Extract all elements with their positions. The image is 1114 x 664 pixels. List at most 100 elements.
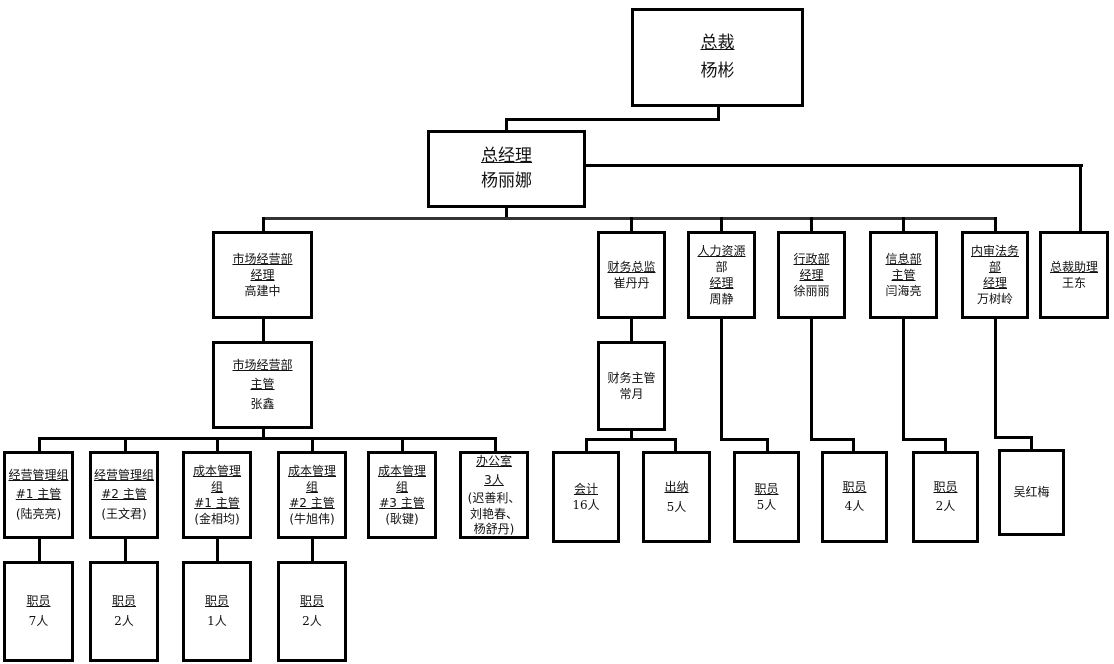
connector-group xyxy=(401,437,404,453)
node-person: (耿键) xyxy=(385,512,419,527)
node-title: 会计 xyxy=(573,481,598,496)
connector-finance-supervisor xyxy=(630,318,633,343)
node-title: 市场经营部 xyxy=(232,358,293,373)
node-staff-it[interactable]: 职员 2人 xyxy=(912,451,979,543)
node-staff-audit[interactable]: 吴红梅 xyxy=(998,449,1065,536)
node-role: #2 主管 xyxy=(101,487,147,502)
connector-admin-staff xyxy=(810,438,855,441)
node-dept-finance[interactable]: 财务总监 崔丹丹 xyxy=(597,231,666,319)
node-title: 职员 xyxy=(933,479,958,494)
connector-market-bus xyxy=(262,428,265,439)
connector-staff xyxy=(311,538,314,563)
node-staff-ops-2[interactable]: 职员 2人 xyxy=(89,561,159,662)
node-staff-hr[interactable]: 职员 5人 xyxy=(733,451,800,543)
node-role: #1 主管 xyxy=(15,487,62,502)
node-count: 3人 xyxy=(484,472,504,487)
dept-bus xyxy=(262,217,997,220)
node-title-cont: 部 xyxy=(988,259,1001,274)
node-dept-audit-legal[interactable]: 内审法务 部 经理 万树岭 xyxy=(961,231,1029,319)
node-count: 5人 xyxy=(666,500,687,514)
node-staff-ops-1[interactable]: 职员 7人 xyxy=(3,561,74,662)
node-title: 成本管理 xyxy=(377,463,426,478)
finance-bus xyxy=(585,438,677,441)
connector-audit-staff xyxy=(1030,436,1033,451)
node-group-ops-1[interactable]: 经营管理组 #1 主管 (陆亮亮) xyxy=(3,451,74,539)
connector-group xyxy=(494,437,497,453)
node-dept-hr[interactable]: 人力资源 部 经理 周静 xyxy=(687,231,756,319)
node-count: 2人 xyxy=(114,613,134,628)
node-role: 主管 xyxy=(250,377,275,392)
node-staff-admin[interactable]: 职员 4人 xyxy=(821,451,888,543)
connector-it-staff xyxy=(902,318,905,440)
connector-staff xyxy=(216,538,219,563)
node-group-cost-1[interactable]: 成本管理 组 #1 主管 (金相均) xyxy=(182,451,252,539)
node-person: 崔丹丹 xyxy=(613,276,650,290)
node-role: #1 主管 xyxy=(194,496,240,510)
connector-hr-staff xyxy=(720,318,723,440)
node-role: 经理 xyxy=(250,267,275,282)
node-person: 周静 xyxy=(709,292,734,307)
node-finance-accounting[interactable]: 会计 16人 xyxy=(552,451,620,543)
node-group-ops-2[interactable]: 经营管理组 #2 主管 (王文君) xyxy=(89,451,159,539)
node-finance-cashier[interactable]: 出纳 5人 xyxy=(642,451,711,543)
node-title-cont: 组 xyxy=(305,479,318,494)
connector-dept xyxy=(994,217,997,233)
connector-admin-staff xyxy=(810,318,813,440)
node-person: 张鑫 xyxy=(250,396,275,411)
node-person: 吴红梅 xyxy=(1013,485,1050,500)
node-dept-admin[interactable]: 行政部 经理 徐丽丽 xyxy=(777,231,846,319)
node-role: 主管 xyxy=(891,267,916,282)
node-person: (王文君) xyxy=(101,506,147,521)
node-group-cost-2[interactable]: 成本管理 组 #2 主管 (牛旭伟) xyxy=(277,451,347,539)
node-person: 杨舒丹) xyxy=(473,522,515,537)
node-title-cont: 部 xyxy=(715,259,728,274)
connector-market-supervisor xyxy=(262,318,265,343)
node-count: 16人 xyxy=(572,498,600,512)
node-general-manager[interactable]: 总经理 杨丽娜 xyxy=(427,130,586,208)
node-staff-cost-2[interactable]: 职员 2人 xyxy=(277,561,347,662)
node-title: 总裁助理 xyxy=(1049,259,1098,274)
node-count: 7人 xyxy=(28,613,49,628)
connector-hr-staff xyxy=(720,438,769,441)
node-person: (金相均) xyxy=(194,512,240,527)
node-count: 5人 xyxy=(756,498,777,512)
node-person: (陆亮亮) xyxy=(15,506,62,521)
connector-ceo-gm xyxy=(505,118,508,132)
connector-gm-bus xyxy=(505,207,508,219)
connector-ceo-gm xyxy=(717,106,720,120)
node-market-supervisor[interactable]: 市场经营部 主管 张鑫 xyxy=(212,341,313,429)
node-title: 信息部 xyxy=(885,251,922,266)
node-person: 闫海亮 xyxy=(885,284,922,299)
connector-finance-unit xyxy=(674,438,677,453)
node-role: 经理 xyxy=(799,267,824,282)
node-title: 出纳 xyxy=(664,479,689,494)
node-title-cont: 组 xyxy=(210,479,223,494)
node-title: 财务主管 xyxy=(607,370,656,385)
node-person: 徐丽丽 xyxy=(793,284,830,299)
connector-finance-bus xyxy=(630,430,633,440)
connector-finance-unit xyxy=(585,438,588,453)
node-role: #2 主管 xyxy=(289,496,335,510)
node-title: 经营管理组 xyxy=(8,468,69,483)
node-ceo[interactable]: 总裁 杨彬 xyxy=(631,8,804,107)
node-person: (牛旭伟) xyxy=(289,512,335,527)
node-person: 万树岭 xyxy=(976,292,1013,307)
node-title: 成本管理 xyxy=(287,463,336,478)
node-finance-supervisor[interactable]: 财务主管 常月 xyxy=(597,341,666,431)
connector-dept xyxy=(810,217,813,233)
node-ceo-assistant[interactable]: 总裁助理 王东 xyxy=(1039,231,1109,319)
node-person: (迟善利、 xyxy=(467,491,521,506)
connector-hr-staff xyxy=(766,438,769,453)
node-dept-market[interactable]: 市场经营部 经理 高建中 xyxy=(212,231,313,319)
node-title: 办公室 xyxy=(475,454,512,468)
connector-audit-staff xyxy=(994,318,997,438)
node-role: #3 主管 xyxy=(379,496,425,510)
connector-it-staff xyxy=(944,438,947,453)
node-title: 成本管理 xyxy=(192,463,241,478)
node-staff-cost-1[interactable]: 职员 1人 xyxy=(182,561,252,662)
node-dept-it[interactable]: 信息部 主管 闫海亮 xyxy=(869,231,938,319)
node-office[interactable]: 办公室 3人 (迟善利、 刘艳春、 杨舒丹) xyxy=(459,451,529,539)
connector-ceo-gm xyxy=(505,118,720,121)
node-title: 职员 xyxy=(842,479,867,494)
node-group-cost-3[interactable]: 成本管理 组 #3 主管 (耿键) xyxy=(367,451,437,539)
